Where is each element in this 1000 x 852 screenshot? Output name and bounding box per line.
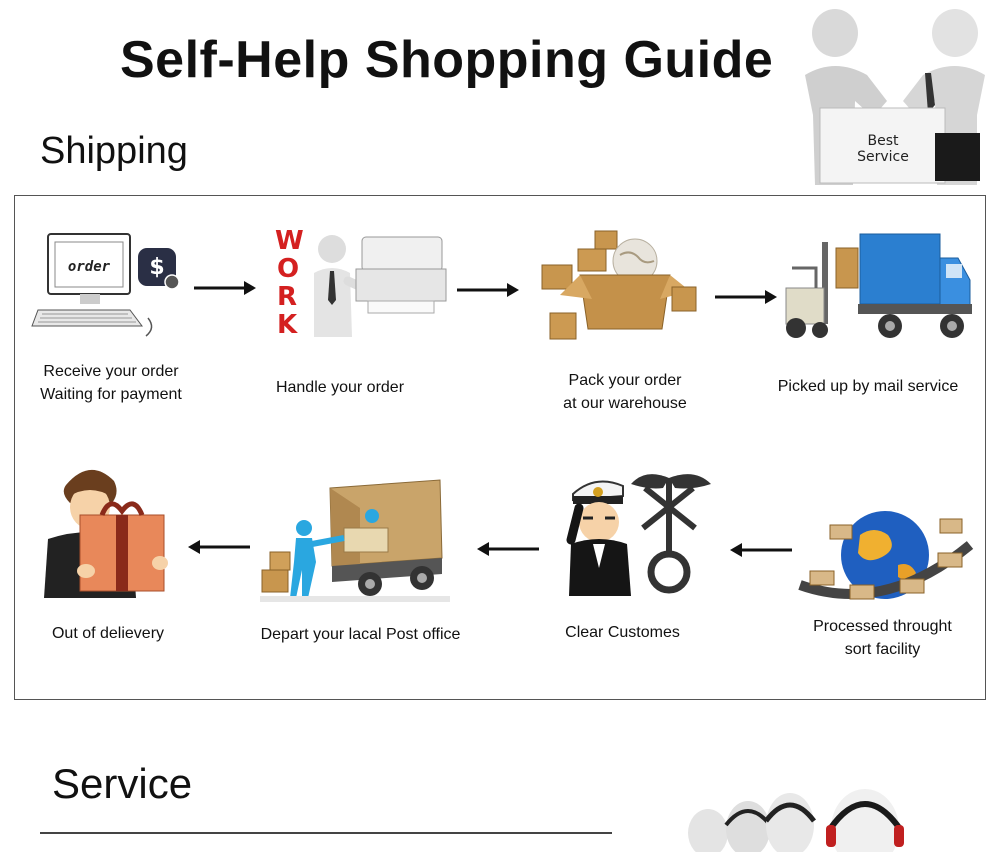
step-caption-picked-up: Picked up by mail service xyxy=(758,375,978,398)
sign-line-2: Service xyxy=(857,149,909,165)
svg-text:$: $ xyxy=(149,255,164,280)
arrow-right-icon xyxy=(457,283,519,297)
step-caption-out-of-delivery: Out of delievery xyxy=(28,622,188,645)
delivery-truck-illustration xyxy=(260,479,450,602)
caption-line-1: Pack your order xyxy=(568,372,682,389)
caption-line-1: Handle your order xyxy=(275,379,405,396)
best-service-sign: Best Service xyxy=(852,133,914,165)
customs-officer-illustration xyxy=(566,474,711,596)
globe-sorting-illustration xyxy=(798,511,974,600)
handshake-illustration xyxy=(805,9,985,185)
caption-line-2: Waiting for payment xyxy=(40,386,182,403)
arrow-left-icon xyxy=(188,540,250,554)
caption-line-1: Depart your lacal Post office xyxy=(260,626,461,643)
order-screen-text: order xyxy=(68,259,111,275)
section-divider xyxy=(40,832,612,834)
arrow-left-icon xyxy=(477,542,539,556)
step-caption-pack-order: Pack your order at our warehouse xyxy=(530,369,720,415)
sign-line-1: Best xyxy=(867,133,899,149)
step-caption-depart-post-office: Depart your lacal Post office xyxy=(238,623,483,646)
work-letter-w: W xyxy=(275,226,304,256)
gift-man-illustration xyxy=(44,469,168,598)
computer-order-illustration: order $ xyxy=(31,233,180,337)
service-heading: Service xyxy=(52,760,193,807)
caption-line-1: Clear Customes xyxy=(565,624,680,641)
step-caption-receive-order: Receive your order Waiting for payment xyxy=(20,360,202,406)
work-illustration: W O R K xyxy=(275,226,447,340)
step-caption-processed: Processed throught sort facility xyxy=(785,615,980,661)
shipping-heading: Shipping xyxy=(40,130,188,172)
caption-line-1: Picked up by mail service xyxy=(777,378,959,395)
caption-line-1: Out of delievery xyxy=(51,625,165,642)
arrow-right-icon xyxy=(194,281,256,295)
boxes-globe-illustration xyxy=(541,230,697,340)
forklift-truck-illustration xyxy=(785,233,972,338)
headset-figures-illustration xyxy=(688,789,904,852)
work-letter-k: K xyxy=(277,310,298,340)
step-caption-handle-order: Handle your order xyxy=(250,376,430,399)
caption-line-1: Receive your order xyxy=(43,363,179,380)
step-caption-clear-customs: Clear Customes xyxy=(540,621,705,644)
work-letter-o: O xyxy=(277,254,299,284)
page-title: Self-Help Shopping Guide xyxy=(120,31,774,89)
caption-line-2: at our warehouse xyxy=(563,395,687,412)
work-letter-r: R xyxy=(277,282,297,312)
arrow-left-icon xyxy=(730,543,792,557)
caption-line-1: Processed throught xyxy=(813,618,952,635)
caption-line-2: sort facility xyxy=(844,641,921,658)
arrow-right-icon xyxy=(715,290,777,304)
